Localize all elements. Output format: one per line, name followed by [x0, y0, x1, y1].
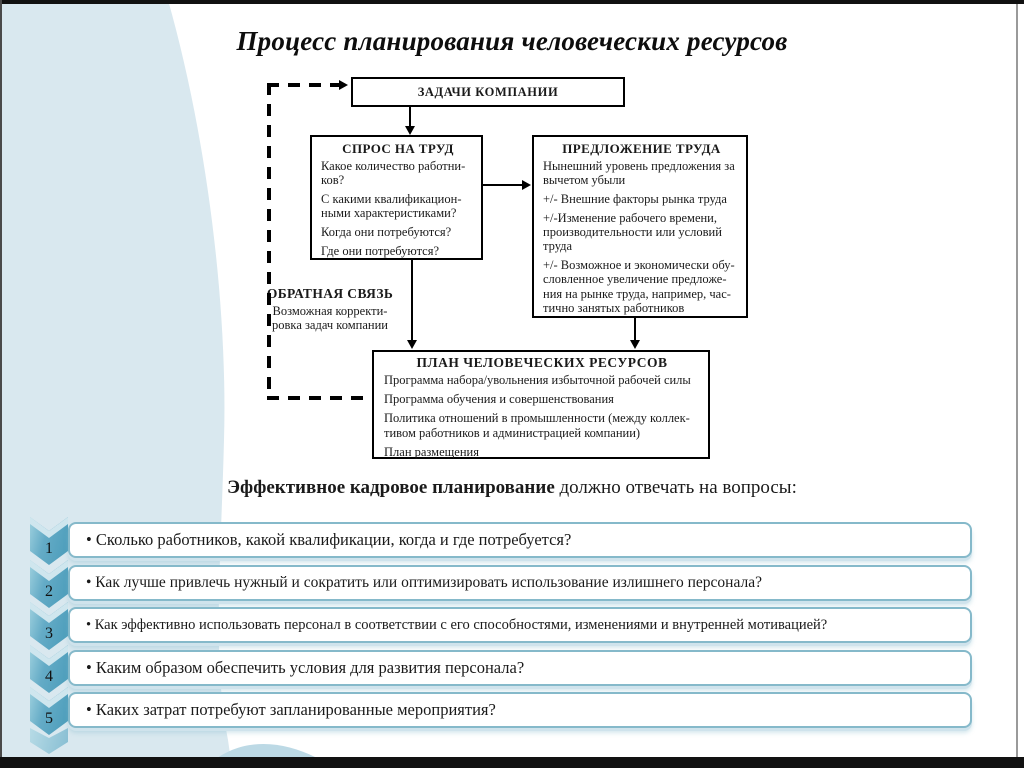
hr-plan-paragraph: План размещения [384, 445, 700, 459]
feedback-dashed-line-top [267, 83, 339, 87]
question-text: • Как лучше привлечь нужный и сократить … [86, 574, 762, 591]
company-tasks-title: ЗАДАЧИ КОМПАНИИ [417, 84, 559, 99]
labor-supply-paragraph: +/-Изменение рабочего времени, производи… [543, 211, 740, 253]
question-row-5: • Каких затрат потребуют запланированные… [68, 692, 972, 728]
labor-supply-title: ПРЕДЛОЖЕНИЕ ТРУДА [562, 141, 721, 156]
labor-demand-paragraph: Какое количество работни- ков? [321, 159, 475, 187]
connector-demand-to-supply [483, 184, 522, 186]
hr-plan-title: ПЛАН ЧЕЛОВЕЧЕСКИХ РЕСУРСОВ [416, 355, 668, 370]
question-number: 1 [45, 540, 53, 557]
question-number: 5 [45, 710, 53, 727]
question-text: • Каких затрат потребуют запланированные… [86, 700, 496, 719]
feedback-label: ОБРАТНАЯ СВЯЗЬ Возможная корректи- ровка… [255, 286, 405, 333]
question-text: • Сколько работников, какой квалификации… [86, 530, 572, 549]
text-line: Нынешний уровень предложения за [543, 158, 735, 173]
text-line: Когда они потребуются? [321, 225, 452, 240]
labor-supply-paragraph: Нынешний уровень предложения за вычетом … [543, 159, 740, 187]
connector-demand-to-plan [411, 260, 413, 340]
connector-tasks-to-demand [409, 107, 411, 126]
arrowhead-right-icon [339, 80, 348, 90]
flowchart-box-labor-supply: ПРЕДЛОЖЕНИЕ ТРУДА Нынешний уровень предл… [532, 135, 748, 318]
question-number: 3 [45, 625, 53, 642]
labor-demand-paragraph: С какими квалификацион- ными характерист… [321, 192, 475, 220]
hr-plan-paragraph: Программа обучения и совершенствования [384, 392, 700, 406]
text-line: тично занятых работников [543, 300, 685, 315]
text-line: ровка задач компании [272, 318, 388, 333]
labor-supply-paragraph: +/- Внешние факторы рынка труда [543, 192, 740, 206]
flowchart-box-labor-demand: СПРОС НА ТРУД Какое количество работни- … [310, 135, 483, 260]
hr-plan-paragraph: Политика отношений в промышленности (меж… [384, 411, 700, 439]
slide-left-border [0, 0, 2, 768]
connector-supply-to-plan [634, 318, 636, 340]
text-line: С какими квалификацион- [321, 191, 462, 206]
subheading-bold: Эффективное кадровое планирование [227, 477, 555, 498]
arrowhead-down-icon [405, 126, 415, 135]
text-line: +/- Внешние факторы рынка труда [543, 191, 727, 206]
text-line: Где они потребуются? [321, 244, 440, 259]
labor-demand-title: СПРОС НА ТРУД [342, 141, 454, 156]
text-line: тивом работников и администрацией компан… [384, 425, 641, 440]
question-row-3: • Как эффективно использовать персонал в… [68, 607, 972, 643]
question-number: 2 [45, 583, 53, 600]
text-line: Возможная корректи- [272, 304, 388, 318]
labor-demand-paragraph: Где они потребуются? [321, 244, 475, 258]
text-line: +/-Изменение рабочего времени, [543, 210, 717, 225]
arrowhead-down-icon [630, 340, 640, 349]
feedback-dashed-line-vertical [267, 83, 271, 400]
question-row-4: • Каким образом обеспечить условия для р… [68, 650, 972, 686]
slide-bottom-border [0, 757, 1024, 768]
question-row-2: • Как лучше привлечь нужный и сократить … [68, 565, 972, 601]
labor-demand-paragraph: Когда они потребуются? [321, 225, 475, 239]
hr-plan-paragraph: Программа набора/увольнения избыточной р… [384, 373, 700, 387]
text-line: словленное увеличение предложе- [543, 272, 727, 287]
flowchart-box-hr-plan: ПЛАН ЧЕЛОВЕЧЕСКИХ РЕСУРСОВ Программа наб… [372, 350, 710, 459]
text-line: План размещения [384, 444, 479, 459]
slide-right-border [1016, 4, 1018, 757]
text-line: вычетом убыли [543, 172, 626, 187]
text-line: +/- Возможное и экономически обу- [543, 258, 735, 273]
flowchart-box-company-tasks: ЗАДАЧИ КОМПАНИИ [351, 77, 625, 107]
text-line: ными характеристиками? [321, 205, 457, 220]
question-number: 4 [45, 668, 53, 685]
arrowhead-down-icon [407, 340, 417, 349]
text-line: Программа набора/увольнения избыточной р… [384, 373, 691, 388]
question-text: • Каким образом обеспечить условия для р… [86, 658, 525, 677]
text-line: Программа обучения и совершенствования [384, 392, 614, 407]
feedback-title: ОБРАТНАЯ СВЯЗЬ [266, 286, 394, 301]
question-row-1: • Сколько работников, какой квалификации… [68, 522, 972, 558]
text-line: Какое количество работни- [321, 158, 466, 173]
slide-top-border [0, 0, 1024, 4]
text-line: труда [543, 239, 573, 254]
text-line: ния на рынке труда, например, час- [543, 286, 731, 301]
text-line: ков? [321, 172, 345, 187]
text-line: Политика отношений в промышленности (меж… [384, 411, 690, 426]
subheading-normal: должно отвечать на вопросы: [554, 477, 797, 498]
feedback-dashed-line-bottom [267, 396, 372, 400]
page-title: Процесс планирования человеческих ресурс… [236, 26, 788, 56]
subheading: Эффективное кадровое планирование должно… [40, 477, 984, 499]
arrowhead-right-icon [522, 180, 531, 190]
question-text: • Как эффективно использовать персонал в… [86, 616, 828, 633]
labor-supply-paragraph: +/- Возможное и экономически обу- словле… [543, 258, 740, 315]
text-line: производительности или условий [543, 225, 722, 240]
